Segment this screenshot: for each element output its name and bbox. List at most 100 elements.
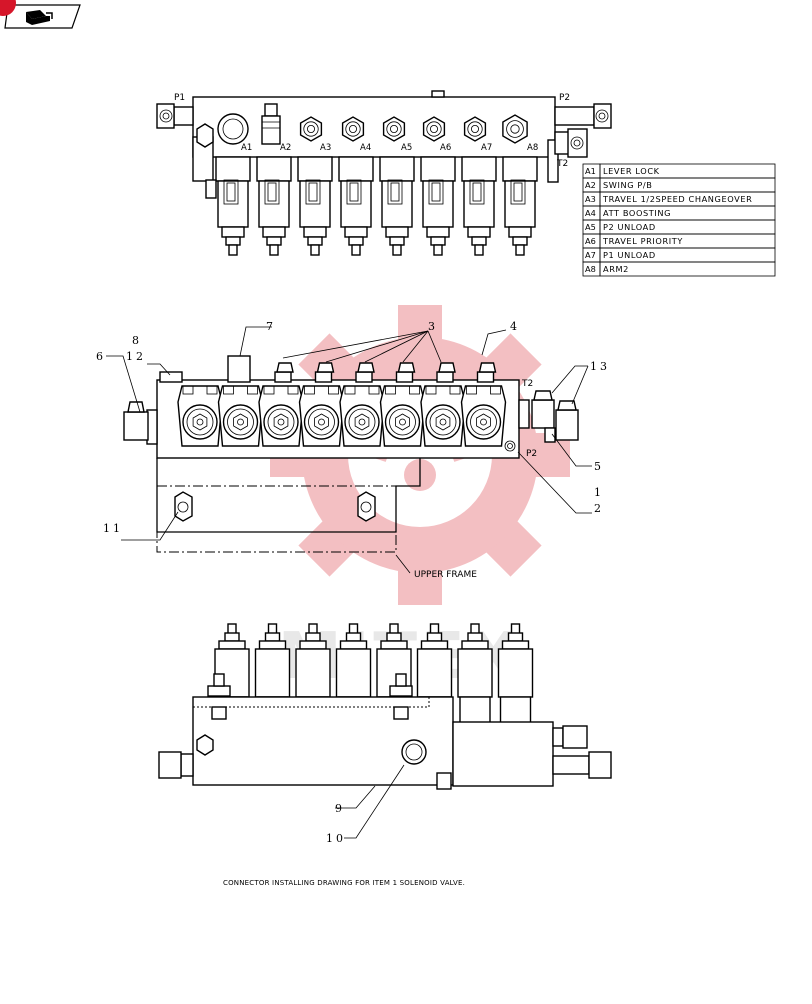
- solenoid-valve-front: [258, 385, 304, 447]
- legend-description: ATT BOOSTING: [603, 208, 671, 218]
- legend-row: A1 LEVER LOCK: [582, 163, 776, 179]
- corner-nav-tab[interactable]: [4, 4, 81, 29]
- callout-13: 13: [590, 360, 610, 373]
- callout-2: 2: [594, 502, 601, 515]
- top-t2-label: T2: [556, 159, 568, 169]
- outlet-label-a7: A7: [481, 143, 492, 153]
- upper-frame-bracket: [156, 458, 421, 553]
- solenoid-valve: [461, 156, 497, 256]
- legend-row: A8 ARM2: [582, 261, 776, 277]
- side-right-fittings: [552, 725, 612, 779]
- hex-plug: [196, 123, 214, 148]
- top-p2-label: P2: [559, 93, 570, 103]
- legend-code: A5: [585, 222, 596, 232]
- callout-9: 9: [335, 802, 342, 815]
- legend-description: LEVER LOCK: [603, 166, 660, 176]
- outlet-label-a6: A6: [440, 143, 451, 153]
- callout-3: 3: [428, 320, 435, 333]
- outlet-fitting-a4: [341, 116, 365, 142]
- solenoid-valve-front: [460, 385, 507, 447]
- solenoid-valve: [297, 156, 333, 256]
- legend-description: ARM2: [603, 264, 629, 274]
- side-left-fitting: [158, 751, 194, 779]
- solenoid-valve: [338, 156, 374, 256]
- outlet-fitting-a3: [299, 116, 323, 142]
- legend-code: A8: [585, 264, 596, 274]
- legend-description: TRAVEL 1/2SPEED CHANGEOVER: [602, 194, 752, 204]
- port-fitting-front: [476, 362, 497, 383]
- legend-row: A5 P2 UNLOAD: [582, 219, 776, 235]
- callout-5: 5: [594, 460, 601, 473]
- callout-leaders: [106, 326, 592, 574]
- mounting-studs: [207, 673, 413, 720]
- callout-11: 11: [103, 522, 123, 535]
- legend-description: P2 UNLOAD: [603, 222, 656, 232]
- solenoid-valve-front: [339, 385, 385, 447]
- connector-bracket: [205, 179, 217, 199]
- outlet-label-a8: A8: [527, 143, 538, 153]
- outlet-fitting-a8: [502, 114, 528, 144]
- callout-1: 1: [594, 486, 601, 499]
- p2-port-fitting: [554, 103, 612, 129]
- port-fitting-front: [355, 362, 375, 383]
- legend-description: SWING P/B: [603, 180, 653, 190]
- corner-badge: [0, 0, 16, 16]
- mid-t2-label: T2: [521, 379, 533, 389]
- solenoid-valve: [420, 156, 456, 256]
- book-icon: [26, 10, 53, 25]
- side-round-plug: [401, 739, 427, 765]
- p2-test-port: [504, 440, 516, 452]
- solenoid-valve-side: [335, 623, 372, 724]
- legend-code: A1: [585, 166, 596, 176]
- side-view-valve-assembly: 9 10: [158, 623, 612, 845]
- callout-12: 12: [126, 350, 146, 363]
- top-p1-label: P1: [174, 93, 185, 103]
- legend-code: A6: [585, 236, 596, 246]
- solenoid-valve: [256, 156, 292, 256]
- legend-code: A2: [585, 180, 596, 190]
- solenoid-valve: [215, 156, 251, 256]
- port-fitting-front: [314, 362, 335, 383]
- outlet-label-a2: A2: [280, 143, 291, 153]
- left-connector-fitting: [123, 401, 158, 445]
- legend-code: A4: [585, 208, 596, 218]
- t2-port-fitting: [554, 128, 588, 158]
- port-fitting-front: [436, 362, 456, 383]
- port-fitting-front: [274, 362, 294, 383]
- outlet-label-a1: A1: [241, 143, 252, 153]
- side-hex-plug: [196, 734, 214, 756]
- solenoid-valve-front: [177, 385, 223, 447]
- callout-4: 4: [510, 320, 517, 333]
- solenoid-valve-side: [497, 623, 534, 724]
- right-connector-fittings: [518, 390, 579, 443]
- legend-code: A7: [585, 250, 596, 260]
- solenoid-valve-side: [457, 623, 493, 724]
- solenoid-valve-front: [217, 385, 264, 447]
- outlet-label-a4: A4: [360, 143, 371, 153]
- solenoid-valve-front: [298, 385, 345, 447]
- legend-row: A2 SWING P/B: [582, 177, 776, 193]
- port-fitting-front: [395, 362, 416, 383]
- solenoid-valve-front: [420, 385, 466, 447]
- outlet-label-a3: A3: [320, 143, 331, 153]
- footer-note: CONNECTOR INSTALLING DRAWING FOR ITEM 1 …: [223, 879, 465, 887]
- callout-10: 10: [326, 832, 346, 845]
- outlet-fitting-a5: [382, 116, 406, 142]
- legend-row: A6 TRAVEL PRIORITY: [582, 233, 776, 249]
- legend-row: A7 P1 UNLOAD: [582, 247, 776, 263]
- legend-description: P1 UNLOAD: [603, 250, 656, 260]
- callout-7: 7: [266, 320, 273, 333]
- mid-p2-label: P2: [526, 449, 537, 459]
- outlet-fitting-a6: [422, 116, 446, 142]
- legend-description: TRAVEL PRIORITY: [602, 236, 683, 246]
- upper-frame-label: UPPER FRAME: [414, 570, 477, 580]
- solenoid-valve-front: [379, 385, 426, 447]
- solenoid-valve: [379, 156, 415, 256]
- callout-6: 6: [96, 350, 103, 363]
- a1-round-port: [217, 113, 249, 145]
- legend-code: A3: [585, 194, 596, 204]
- legend-row: A4 ATT BOOSTING: [582, 205, 776, 221]
- p1-port-fitting: [156, 103, 194, 129]
